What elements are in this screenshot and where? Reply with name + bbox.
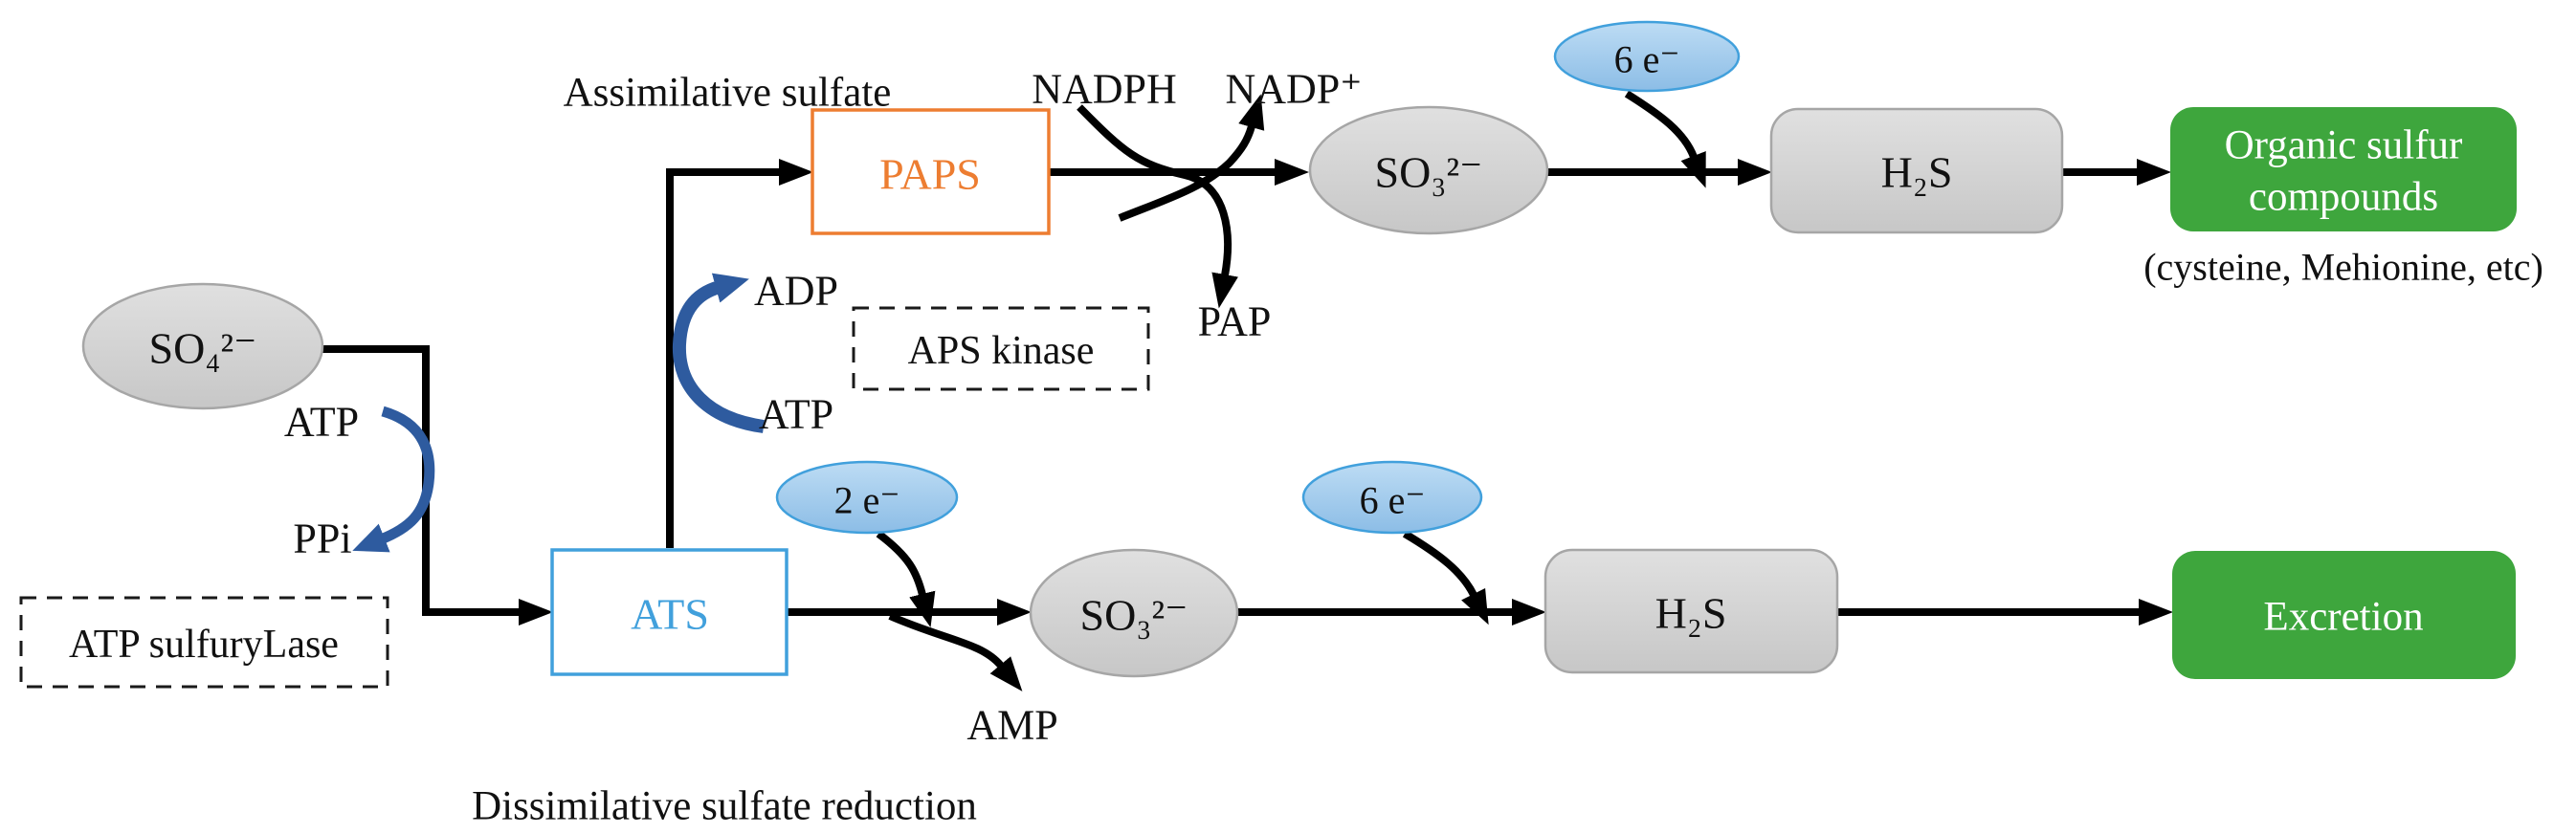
amp-label: AMP (966, 702, 1057, 749)
6e-bottom-label: 6 e⁻ (1360, 479, 1426, 522)
arrow-nadp-out (1118, 94, 1265, 222)
dissimilative-pathway-label: Dissimilative sulfate reduction (472, 784, 977, 829)
h2s-bottom-label: H₂S (1655, 589, 1727, 638)
sulfite-bottom-ellipse-shape (1029, 548, 1239, 678)
6e-top-ellipse-shape (1553, 20, 1741, 93)
sulfite-bottom-label: SO₃²⁻ (1080, 591, 1188, 640)
arrow-6e-bottom-in (1402, 530, 1489, 626)
paps-label: PAPS (879, 150, 981, 199)
aps-kinase-label: APS kinase (908, 329, 1095, 373)
organic-sulfur-label-line1: Organic sulfur (2225, 123, 2463, 168)
node-2e: 2 e⁻ (775, 460, 959, 535)
aps-kinase-box-shape (852, 306, 1150, 391)
node-6e-bottom: 6 e⁻ (1301, 460, 1483, 535)
ppi-label: PPi (293, 516, 351, 562)
enzyme-atp-sulfurylase: ATP sulfuryLase (19, 596, 389, 689)
connector-sulfate-to-ats (321, 345, 553, 626)
atp-sulfurylase-cofactor-label: ATP (284, 399, 359, 446)
enzyme-aps-kinase: APS kinase (852, 306, 1150, 391)
atp-sulfurylase-label: ATP sulfuryLase (69, 623, 339, 667)
node-organic-sulfur: Organic sulfur compounds (2170, 107, 2517, 231)
organic-sulfur-box-shape (2170, 107, 2517, 231)
6e-bottom-ellipse-shape (1301, 460, 1483, 535)
sulfite-top-ellipse-shape (1308, 105, 1549, 235)
assimilative-pathway-label: Assimilative sulfate (564, 71, 892, 116)
2e-label: 2 e⁻ (834, 479, 900, 522)
2e-ellipse-shape (775, 460, 959, 535)
node-paps: PAPS (811, 108, 1051, 235)
atp-sulfurylase-box-shape (19, 596, 389, 689)
ats-box-shape (550, 548, 788, 676)
pap-label: PAP (1198, 298, 1272, 345)
connector-ats-to-paps (666, 159, 813, 548)
node-sulfate: SO₄²⁻ (81, 282, 324, 410)
node-h2s-top: H₂S (1769, 107, 2064, 234)
h2s-top-label: H₂S (1881, 148, 1953, 197)
arrow-atp-to-adp (672, 273, 766, 433)
nadph-label: NADPH (1032, 66, 1177, 113)
node-excretion: Excretion (2172, 551, 2516, 679)
organic-sulfur-note: (cysteine, Mehionine, etc) (2143, 246, 2543, 289)
paps-box-shape (811, 108, 1051, 235)
excretion-box-shape (2172, 551, 2516, 679)
arrow-6e-top-in (1624, 90, 1706, 188)
nadp-plus-label: NADP⁺ (1225, 66, 1362, 113)
arrow-2e-in (876, 530, 936, 627)
ats-label: ATS (631, 590, 709, 639)
node-ats: ATS (550, 548, 788, 676)
node-6e-top: 6 e⁻ (1553, 20, 1741, 93)
6e-top-label: 6 e⁻ (1614, 38, 1680, 81)
organic-sulfur-label-line2: compounds (2249, 175, 2438, 220)
sulfate-label: SO₄²⁻ (149, 324, 257, 373)
h2s-bottom-box-shape (1543, 548, 1839, 674)
arrow-nadph-in (1077, 104, 1238, 309)
arrow-atp-to-ppi (352, 406, 435, 553)
node-sulfite-top: SO₃²⁻ (1308, 105, 1549, 235)
atp-kinase-label: ATP (759, 391, 833, 438)
excretion-label: Excretion (2263, 595, 2423, 640)
arrow-amp-out (888, 612, 1023, 691)
sulfite-top-label: SO₃²⁻ (1375, 148, 1483, 197)
adp-label: ADP (754, 268, 838, 315)
sulfate-ellipse-shape (81, 282, 324, 410)
node-h2s-bottom: H₂S (1543, 548, 1839, 674)
node-sulfite-bottom: SO₃²⁻ (1029, 548, 1239, 678)
h2s-top-box-shape (1769, 107, 2064, 234)
